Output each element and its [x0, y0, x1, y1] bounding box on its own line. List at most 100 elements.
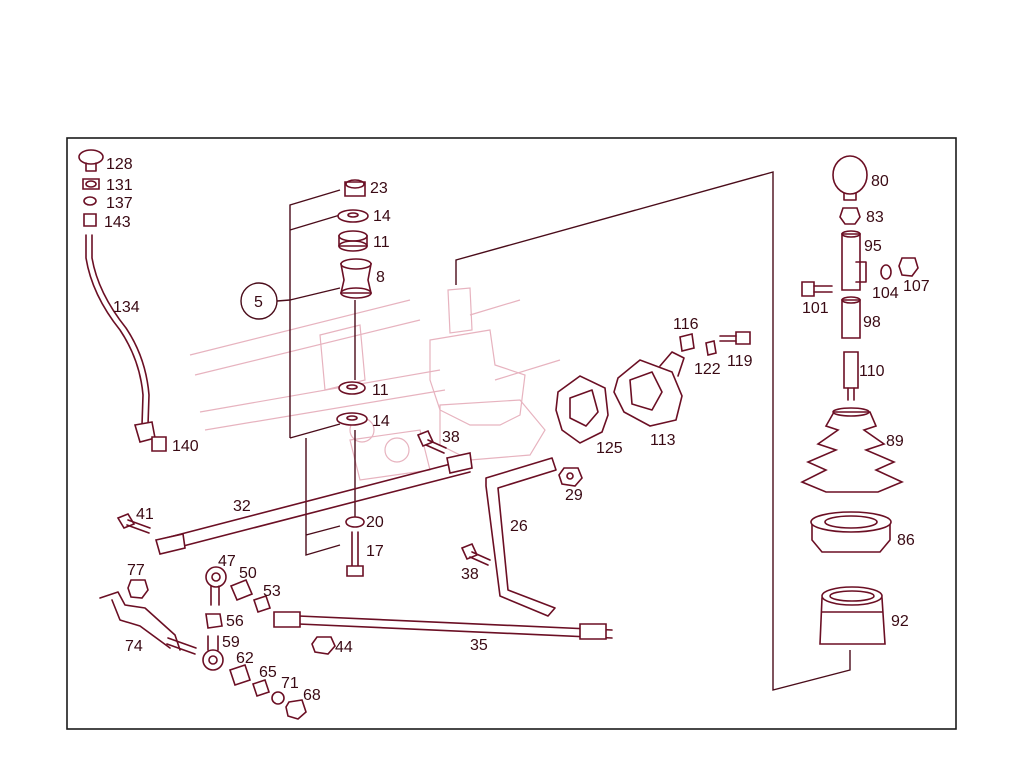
part-56-nut [205, 613, 223, 629]
label-14-top: 14 [373, 208, 391, 225]
part-74-bracket [99, 591, 197, 655]
leader-housing [455, 171, 851, 691]
part-14-washer-top [337, 209, 369, 223]
label-95: 95 [864, 238, 882, 255]
label-134: 134 [113, 299, 140, 316]
callout-5 [240, 282, 291, 320]
part-77-nut [127, 579, 149, 599]
label-98: 98 [863, 314, 881, 331]
label-59: 59 [222, 634, 240, 651]
part-68-nut [285, 699, 307, 720]
label-53: 53 [263, 583, 281, 600]
label-116: 116 [673, 316, 699, 333]
callout-5-label: 5 [254, 294, 263, 311]
label-38-upper: 38 [442, 429, 460, 446]
label-101: 101 [802, 300, 829, 317]
part-38-bolt-lower [460, 542, 491, 566]
label-35: 35 [470, 637, 488, 654]
part-125-gasket [555, 375, 609, 444]
label-128: 128 [106, 156, 133, 173]
part-26-lever [485, 457, 557, 617]
part-122-clip [705, 340, 717, 356]
part-11-bushing-top [338, 230, 368, 252]
part-47-eye-joint [205, 566, 227, 606]
part-98-sleeve [841, 296, 861, 339]
part-29-nut [558, 467, 583, 487]
label-113: 113 [650, 432, 676, 449]
part-119-bolt [719, 331, 751, 345]
part-134-rod [85, 234, 156, 443]
part-59-eye-joint [202, 635, 224, 671]
part-137-washer [83, 196, 97, 206]
label-56: 56 [226, 613, 244, 630]
part-104-washer [880, 264, 892, 280]
part-38-bolt-upper [416, 429, 447, 454]
part-14-washer-bottom [336, 412, 368, 426]
label-86: 86 [897, 532, 915, 549]
label-41: 41 [136, 506, 154, 523]
part-17-bolt [346, 531, 364, 577]
part-11-bushing-bottom [338, 381, 366, 395]
label-38-lower: 38 [461, 566, 479, 583]
label-104: 104 [872, 285, 899, 302]
label-80: 80 [871, 173, 889, 190]
label-62: 62 [236, 650, 254, 667]
part-23-nut [344, 179, 366, 197]
label-26: 26 [510, 518, 528, 535]
label-71: 71 [281, 675, 299, 692]
label-20: 20 [366, 514, 384, 531]
label-137: 137 [106, 195, 133, 212]
part-44-nut [311, 636, 336, 655]
part-89-boot [800, 407, 904, 493]
part-143-sleeve [83, 213, 97, 227]
label-8: 8 [376, 269, 385, 286]
label-29: 29 [565, 487, 583, 504]
part-95-lever [841, 230, 867, 291]
part-62-bushing [228, 663, 252, 687]
part-8-rubber-mount [339, 258, 373, 299]
label-17: 17 [366, 543, 384, 560]
part-92-cover [819, 586, 886, 645]
part-86-ring [810, 511, 892, 553]
label-68: 68 [303, 687, 321, 704]
label-11-bottom: 11 [372, 382, 389, 399]
label-92: 92 [891, 613, 909, 630]
part-50-bushing [229, 578, 254, 602]
label-122: 122 [694, 361, 721, 378]
label-89: 89 [886, 433, 904, 450]
label-50: 50 [239, 565, 257, 582]
label-143: 143 [104, 214, 131, 231]
part-53-bushing [252, 594, 272, 614]
part-65-bushing [251, 678, 271, 698]
label-83: 83 [866, 209, 884, 226]
label-110: 110 [859, 363, 885, 380]
label-23: 23 [370, 180, 388, 197]
leader-mount-stack [289, 189, 341, 556]
part-128-knob [78, 149, 104, 172]
label-77: 77 [127, 562, 145, 579]
label-125: 125 [596, 440, 623, 457]
part-113-shift-housing [613, 351, 685, 427]
label-14-bottom: 14 [372, 413, 390, 430]
part-107-nut [898, 257, 919, 277]
part-71-washer [271, 691, 285, 705]
label-11-top: 11 [373, 234, 390, 251]
label-65: 65 [259, 664, 277, 681]
diagram-frame [66, 137, 957, 730]
part-110-pin [843, 351, 859, 401]
part-41-bolt [116, 513, 151, 534]
part-35-rod [273, 611, 613, 640]
part-131-nut [82, 178, 100, 190]
label-131: 131 [106, 177, 133, 194]
label-119: 119 [727, 353, 753, 370]
label-44: 44 [335, 639, 353, 656]
label-74: 74 [125, 638, 143, 655]
part-101-bolt [801, 281, 833, 297]
part-labels: 128 131 137 143 134 140 5 23 14 11 8 11 … [104, 156, 930, 704]
transmission-housing-ghost [189, 287, 561, 481]
label-140: 140 [172, 438, 199, 455]
label-32: 32 [233, 498, 251, 515]
label-47: 47 [218, 553, 236, 570]
part-20-washer [345, 516, 365, 528]
